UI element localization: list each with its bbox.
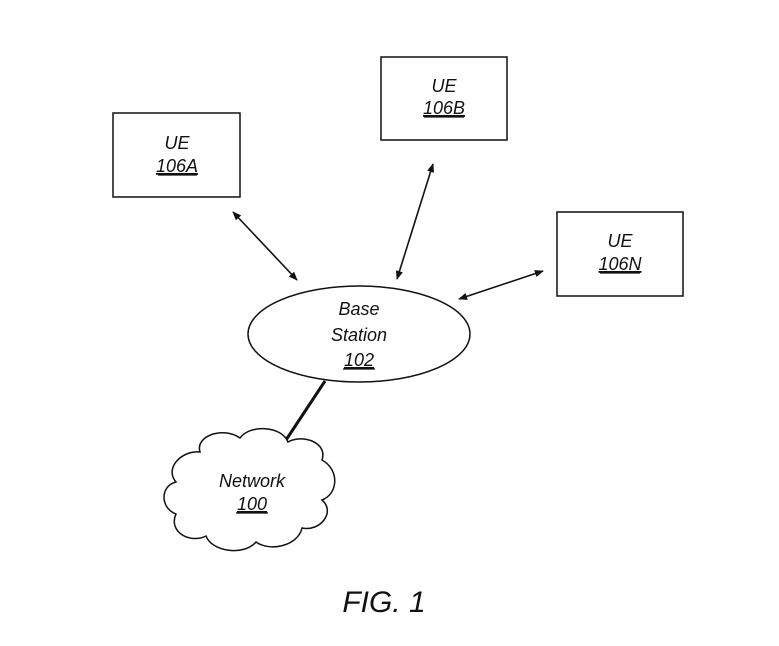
ue-106n-ref: 106N [598, 254, 642, 274]
ue-106a-box: UE 106A [112, 112, 241, 198]
link-ue-106a-base-station-arrow [232, 211, 298, 281]
network-ref: 100 [237, 494, 267, 514]
link-base-station-network [284, 380, 327, 441]
figure-caption: FIG. 1 [342, 586, 425, 619]
ue-106b-label: UE [431, 76, 457, 96]
base-station-label-line1: Base [338, 299, 379, 319]
network-cloud: Network 100 [163, 427, 336, 552]
ue-106b-box: UE 106B [380, 56, 508, 141]
ue-106n-label: UE [607, 231, 633, 251]
link-ue-106b-base-station-arrow [395, 163, 435, 280]
base-station-node: Base Station 102 [247, 285, 471, 383]
base-station-ref: 102 [344, 350, 374, 370]
ue-106b-ref: 106B [423, 98, 465, 118]
ue-106n-box: UE 106N [556, 211, 684, 297]
ue-106a-ref: 106A [156, 156, 198, 176]
network-label: Network [219, 471, 286, 491]
link-ue-106n-base-station-arrow [458, 270, 544, 300]
ue-106a-label: UE [164, 133, 190, 153]
base-station-label-line2: Station [331, 325, 387, 345]
